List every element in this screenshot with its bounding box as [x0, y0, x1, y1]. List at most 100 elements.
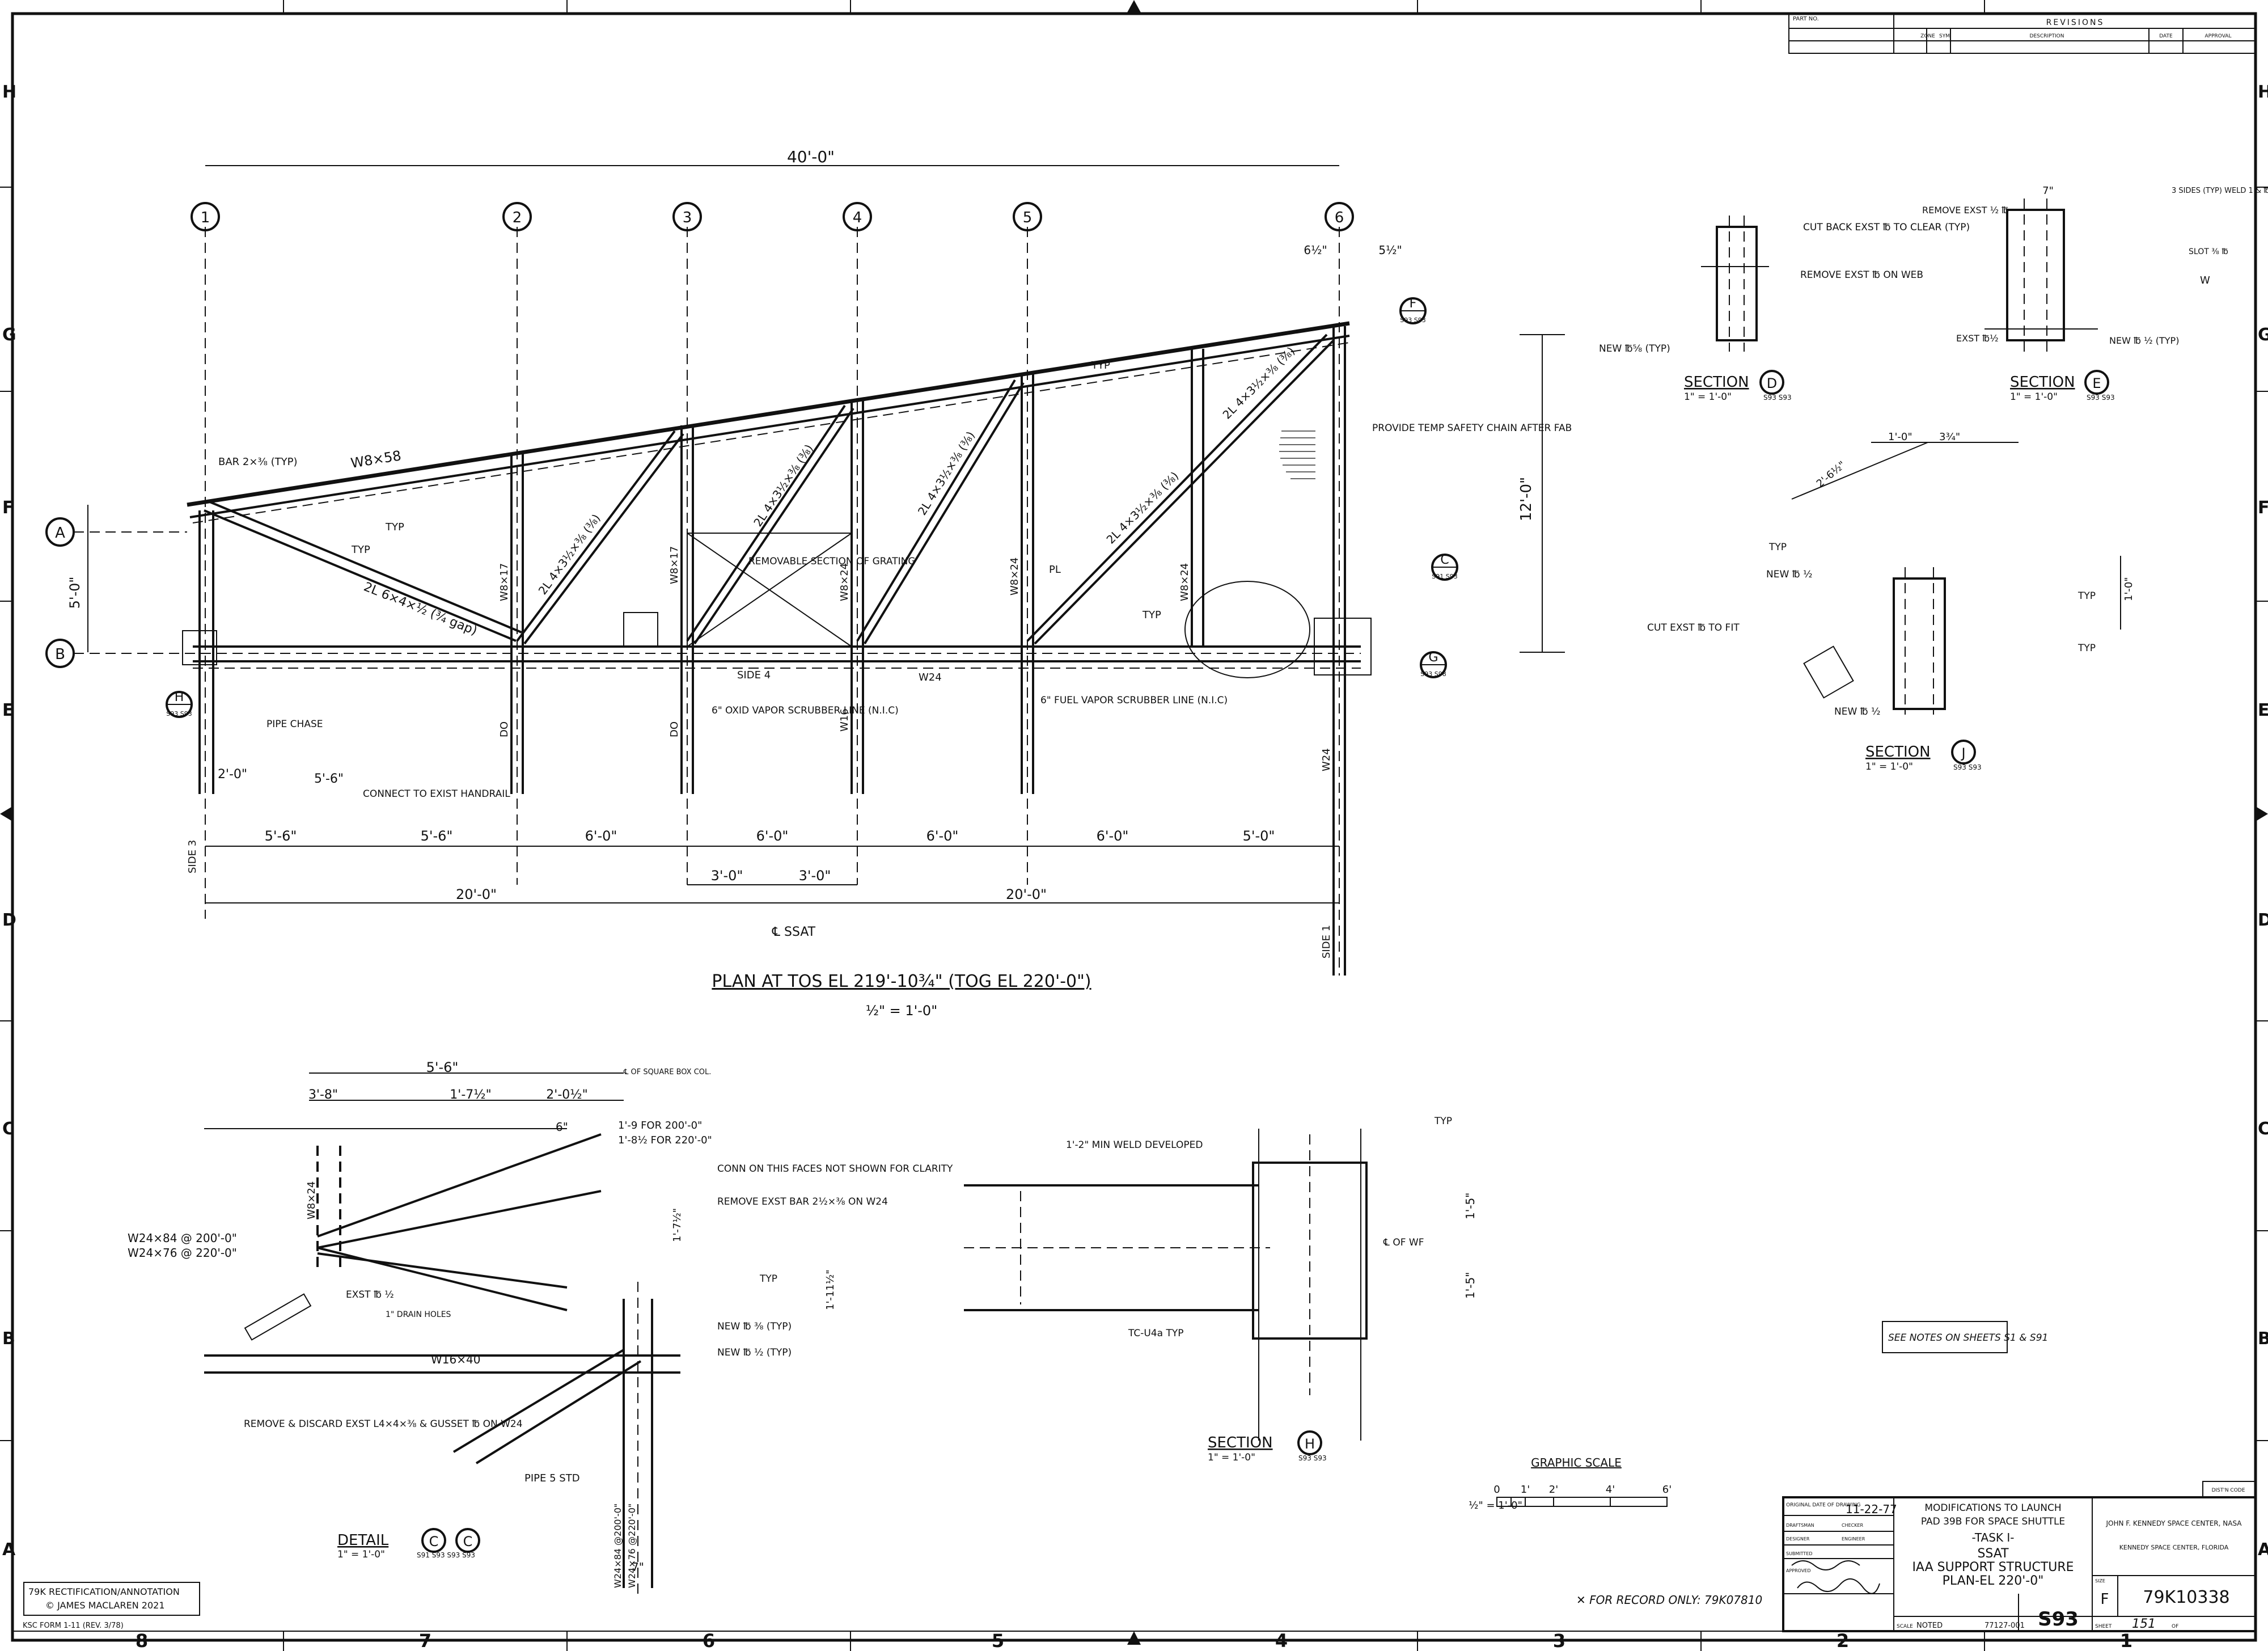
detail-c-note-8: TYP — [759, 1273, 777, 1285]
zone-numbers-bottom: 8 7 6 5 4 3 2 1 — [136, 1630, 2132, 1651]
section-j-scale: 1" = 1'-0" — [1865, 761, 1913, 772]
revisions-block: PART NO. REVISIONS ZONE SYM DESCRIPTION … — [1788, 13, 2256, 54]
grid-5: 5 — [1023, 209, 1033, 226]
detail-c-dim-7: 1'-8½ FOR 220'-0" — [618, 1134, 712, 1146]
zone-col-5: 5 — [992, 1630, 1004, 1651]
label-diag-3: 2L 4×3½×⅜ (⅜) — [751, 442, 816, 529]
plan-view: 40'-0" 1 2 3 4 5 6 A B — [45, 147, 1572, 1019]
title-block: DIST'N CODE ORIGINAL DATE OF DRAWING 11-… — [1782, 1481, 2257, 1632]
dim-row3-b: 20'-0" — [1006, 886, 1047, 902]
section-e-note-6: NEW ℔ ½ (TYP) — [2109, 335, 2179, 346]
copyright-box: 79K RECTIFICATION/ANNOTATION © JAMES MAC… — [23, 1582, 200, 1616]
grid-bubbles: 1 2 3 4 5 6 A B — [45, 202, 1361, 668]
detail-c-scale: 1" = 1'-0" — [337, 1549, 385, 1560]
section-e-note-3: SLOT ⅜ ℔ — [2189, 247, 2228, 256]
note-pipe-chase: PIPE CHASE — [266, 719, 323, 730]
dim-top-b: 5½" — [1378, 243, 1402, 257]
note-typ-b: TYP — [385, 521, 404, 533]
section-j-dim-1: 1'-0" — [1888, 431, 1912, 443]
section-h-note-1: 1'-2" MIN WELD DEVELOPED — [1066, 1139, 1203, 1151]
tb-agency: JOHN F. KENNEDY SPACE CENTER, NASA — [2105, 1519, 2242, 1527]
section-h: 1'-2" MIN WELD DEVELOPED TC-U4a TYP ℄ OF… — [964, 1116, 1477, 1463]
note-vapor-fuel: 6" FUEL VAPOR SCRUBBER LINE (N.I.C) — [1040, 695, 1228, 706]
note-typ-a: TYP — [351, 544, 370, 556]
zone-row-g-right: G — [2258, 325, 2268, 345]
signature-1 — [1791, 1560, 1860, 1570]
detail-c-dim-9: 1'-11½" — [824, 1269, 836, 1310]
tb-title-line-1: MODIFICATIONS TO LAUNCH — [1924, 1502, 2061, 1514]
tb-role-approved: APPROVED — [1786, 1568, 1811, 1573]
svg-text:S93 S98: S93 S98 — [1420, 670, 1446, 678]
posts — [198, 326, 1346, 976]
dim-row1-a: 5'-6" — [265, 828, 297, 844]
detail-c-dim-10: 7" — [632, 1560, 644, 1574]
zone-row-e: E — [2, 700, 14, 720]
dim-left-height: 5'-0" — [67, 577, 83, 609]
detail-c-note-1: CONN ON THIS FACES NOT SHOWN FOR CLARITY — [717, 1163, 953, 1175]
zone-row-a-right: A — [2258, 1540, 2268, 1560]
tb-sheet-code: S93 — [2038, 1608, 2079, 1631]
scale-tick-2: 2' — [1549, 1484, 1558, 1496]
detail-c-member-7: W24×76 @220'-0" — [627, 1504, 637, 1588]
section-e-ref: S93 S93 — [2087, 394, 2115, 402]
section-e-note-1: REMOVE EXST ½ ℔ — [1922, 205, 2009, 216]
detail-c-dim-2: 3'-8" — [308, 1088, 338, 1102]
label-post-w8x17-b: W8×17 — [668, 546, 680, 584]
grid-1: 1 — [201, 209, 210, 226]
section-j-note-1: CUT EXST ℔ TO FIT — [1647, 622, 1740, 634]
note-connect: CONNECT TO EXIST HANDRAIL — [363, 788, 510, 800]
zone-row-h: H — [2, 82, 16, 102]
note-pl: PL — [1049, 564, 1061, 576]
tb-size-label: SIZE — [2095, 1578, 2105, 1584]
zone-col-3: 3 — [1553, 1630, 1565, 1651]
section-e-note-2: 3 SIDES (TYP) WELD 1 & ℔ ON WEB & STIFF.… — [2172, 187, 2268, 195]
detail-c-dim-4: 2'-0½" — [546, 1088, 587, 1102]
section-j-note-6: TYP — [2077, 643, 2096, 654]
scale-tick-1: 1' — [1521, 1484, 1530, 1496]
detail-c-dim-6: 1'-9 FOR 200'-0" — [618, 1120, 702, 1131]
rev-part-no: PART NO. — [1793, 16, 1819, 22]
section-j-letter: J — [1960, 745, 1965, 761]
section-j: CUT EXST ℔ TO FIT NEW ℔ ½ NEW ℔ ½ TYP TY… — [1647, 431, 2135, 772]
copyright-line-2: © JAMES MACLAREN 2021 — [45, 1600, 165, 1611]
detail-c-note-6: 1" DRAIN HOLES — [386, 1310, 451, 1319]
label-bar: BAR 2×⅜ (TYP) — [218, 456, 297, 468]
section-j-note-5: TYP — [2077, 590, 2096, 602]
label-post-w8x24-c: W8×24 — [1179, 563, 1191, 601]
ssat-centerline: ℄ SSAT — [772, 925, 816, 939]
section-j-note-3: NEW ℔ ½ — [1834, 706, 1880, 717]
bottom-chord — [193, 645, 1361, 669]
dim-top-a: 6½" — [1304, 243, 1327, 257]
note-side-1: SIDE 1 — [1321, 925, 1332, 958]
zone-col-6: 6 — [703, 1630, 715, 1651]
graphic-scale-ratio: ½" = 1'-0" — [1469, 1500, 1522, 1511]
zone-col-2: 2 — [1837, 1630, 1849, 1651]
section-h-note-4: TYP — [1434, 1116, 1452, 1127]
tb-dwg-no: 79K10338 — [2143, 1587, 2229, 1607]
record-note: ✕ FOR RECORD ONLY: 79K07810 — [1576, 1593, 1762, 1607]
section-j-note-4: TYP — [1768, 542, 1787, 553]
tb-orig-date: 11-22-77 — [1846, 1502, 1897, 1516]
section-h-dim-2: 1'-5" — [1463, 1272, 1477, 1299]
label-post-w8x24-a: W8×24 — [839, 563, 850, 601]
section-d: CUT BACK EXST ℔ TO CLEAR (TYP) REMOVE EX… — [1599, 216, 1970, 403]
label-post-w8x24-b: W8×24 — [1009, 558, 1021, 596]
label-diag-6: 2L 4×3½×⅜ (⅜) — [1220, 344, 1298, 422]
dim-overall: 40'-0" — [787, 147, 835, 166]
tb-title-line-6: PLAN-EL 220'-0" — [1943, 1574, 2044, 1588]
dim-row1-g: 5'-0" — [1243, 828, 1275, 844]
tb-role-designer: DESIGNER — [1786, 1536, 1810, 1542]
zone-row-e-right: E — [2258, 700, 2268, 720]
note-side-4: SIDE 4 — [737, 669, 771, 681]
detail-c-note-4: NEW ℔ ½ (TYP) — [717, 1347, 792, 1358]
section-e-letter: E — [2092, 375, 2101, 391]
note-vapor-ox: 6" OXID VAPOR SCRUBBER LINE (N.I.C) — [712, 705, 899, 716]
rev-zone: ZONE — [1920, 33, 1935, 39]
zone-row-d-right: D — [2258, 910, 2268, 930]
section-d-ref: S93 S93 — [1763, 394, 1792, 402]
section-e-scale: 1" = 1'-0" — [2010, 391, 2058, 403]
svg-text:S91 S93: S91 S93 — [1432, 573, 1457, 580]
section-j-ref: S93 S93 — [1953, 763, 1982, 771]
grid-4: 4 — [853, 209, 862, 226]
